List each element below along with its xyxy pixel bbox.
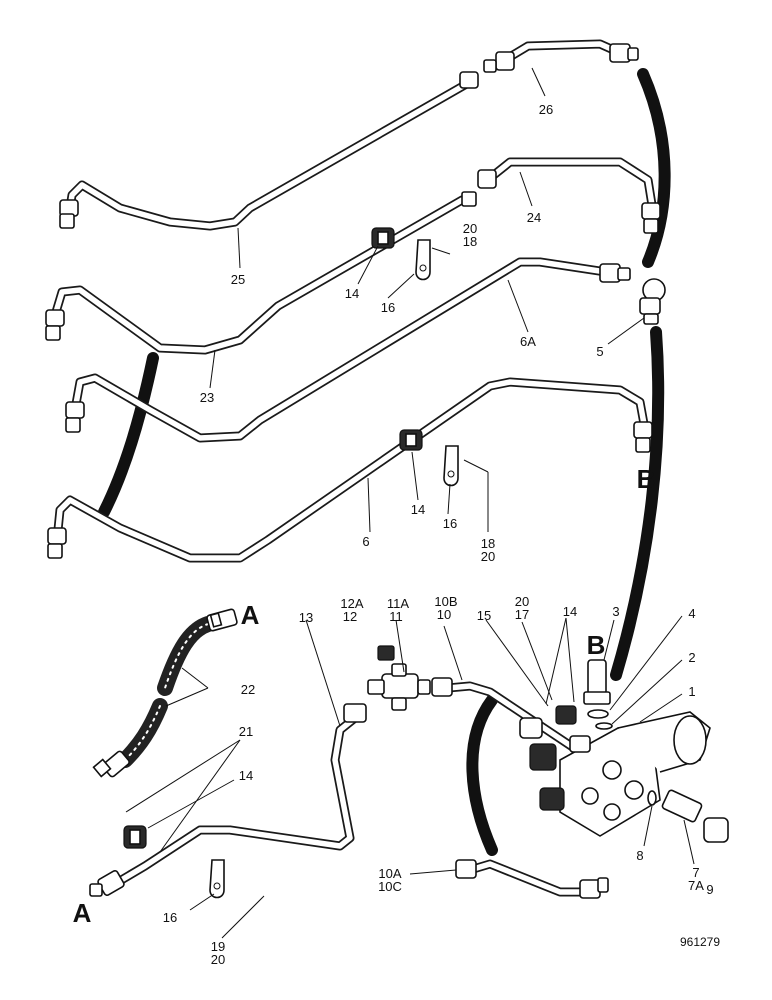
label-16-upper: 16 xyxy=(381,300,395,315)
label-16-middle: 16 xyxy=(443,516,457,531)
part-number-labels: 25 26 24 23 20 18 14 16 6A 5 B 6 14 16 1… xyxy=(73,102,721,967)
pipe-13 xyxy=(113,709,365,887)
label-7A: 7A xyxy=(688,878,704,893)
label-26: 26 xyxy=(539,102,553,117)
label-10: 10 xyxy=(437,607,451,622)
tee-fitting-11 xyxy=(367,663,431,711)
hose-right-to-valve xyxy=(610,326,665,681)
pipe-clamps xyxy=(123,227,459,899)
port-label-A-upper: A xyxy=(241,600,260,630)
label-14-valve: 14 xyxy=(563,604,577,619)
pipe-23 xyxy=(51,195,467,355)
label-12: 12 xyxy=(343,609,357,624)
label-14-middle: 14 xyxy=(411,502,425,517)
adaptor-3 xyxy=(583,659,611,705)
label-10B: 10B xyxy=(434,594,457,609)
hose-left-long xyxy=(98,352,159,518)
label-24: 24 xyxy=(527,210,541,225)
pipe-25 xyxy=(65,77,475,231)
label-25: 25 xyxy=(231,272,245,287)
label-21: 21 xyxy=(239,724,253,739)
leader-lines xyxy=(125,67,695,939)
label-11A: 11A xyxy=(387,596,409,611)
hose-upper-right xyxy=(637,68,671,268)
pipe-24 xyxy=(485,157,657,210)
control-valve-block xyxy=(519,705,711,837)
label-6A: 6A xyxy=(520,334,536,349)
port-label-A-lower: A xyxy=(73,898,92,928)
label-3: 3 xyxy=(612,604,619,619)
label-2: 2 xyxy=(688,650,695,665)
label-11: 11 xyxy=(389,609,403,624)
label-22: 22 xyxy=(241,682,255,697)
pipe-6A xyxy=(71,257,611,443)
pipe-26 xyxy=(503,39,623,63)
label-13: 13 xyxy=(299,610,313,625)
label-14-lower: 14 xyxy=(239,768,253,783)
label-20-lower: 20 xyxy=(211,952,225,967)
pipe-fittings xyxy=(45,43,666,899)
label-20-upper: 20 xyxy=(463,221,477,236)
label-7: 7 xyxy=(692,865,699,880)
seal-2 xyxy=(595,722,613,730)
cap-12 xyxy=(377,645,395,661)
label-14-upper: 14 xyxy=(345,286,359,301)
seal-8 xyxy=(647,790,657,806)
port-label-B-upper: B xyxy=(637,464,656,494)
label-5: 5 xyxy=(596,344,603,359)
label-15: 15 xyxy=(477,608,491,623)
label-18-upper: 18 xyxy=(463,234,477,249)
label-17: 17 xyxy=(515,607,529,622)
drawing-reference-number: 961279 xyxy=(680,935,720,949)
label-1: 1 xyxy=(688,684,695,699)
label-20-valve: 20 xyxy=(515,594,529,609)
hose-lower-center xyxy=(466,694,498,856)
label-12A: 12A xyxy=(340,596,363,611)
label-23: 23 xyxy=(200,390,214,405)
seal-4 xyxy=(587,709,609,719)
label-10C: 10C xyxy=(378,879,402,894)
label-9: 9 xyxy=(706,882,713,897)
label-6: 6 xyxy=(362,534,369,549)
plug-7 xyxy=(661,789,703,823)
label-10A: 10A xyxy=(378,866,401,881)
port-label-B-lower: B xyxy=(587,630,606,660)
label-16-lower: 16 xyxy=(163,910,177,925)
pipe-6 xyxy=(53,377,649,563)
label-8: 8 xyxy=(636,848,643,863)
label-18-middle: 18 xyxy=(481,536,495,551)
pipe-10A xyxy=(465,859,590,897)
cap-9 xyxy=(703,817,729,843)
label-4: 4 xyxy=(688,606,695,621)
label-20-middle: 20 xyxy=(481,549,495,564)
label-19: 19 xyxy=(211,939,225,954)
hose-22 xyxy=(92,608,238,778)
